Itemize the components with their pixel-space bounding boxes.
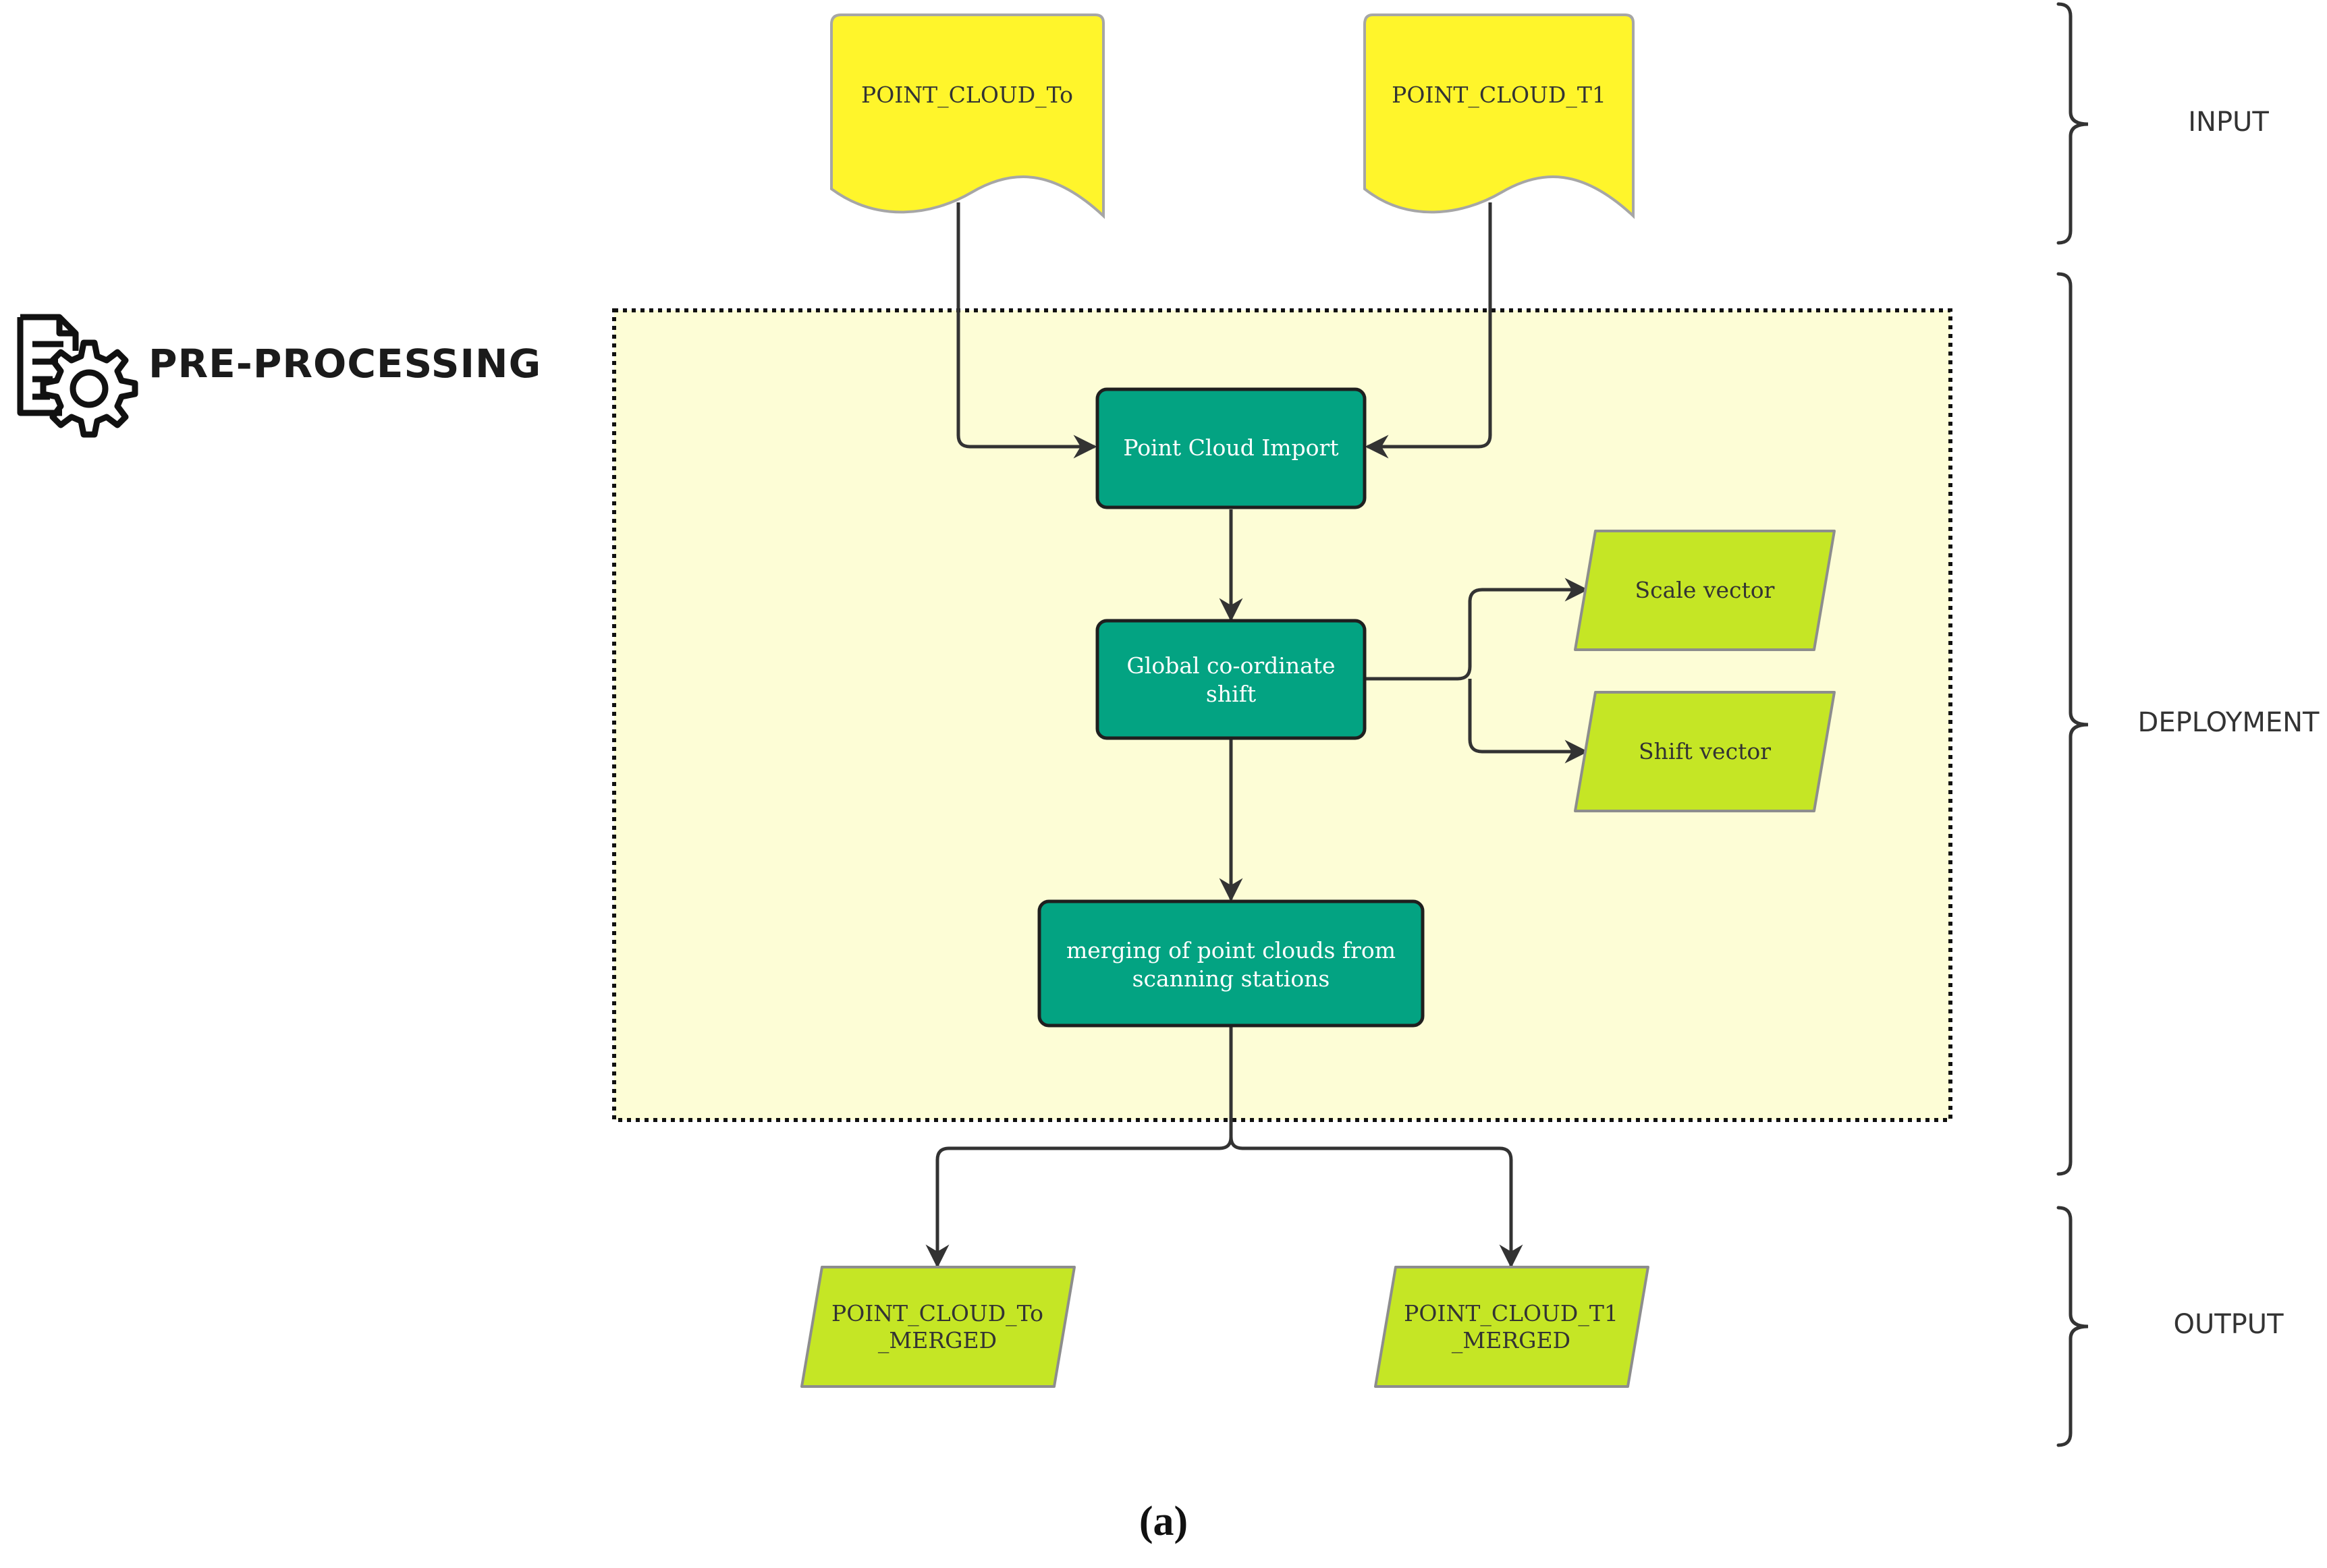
document-shape bbox=[830, 13, 1105, 219]
data-shift-vector[interactable]: Shift vector bbox=[1574, 691, 1836, 812]
document-gear-icon bbox=[17, 314, 138, 438]
merge-label-line1: merging of point clouds from bbox=[1066, 937, 1396, 963]
input-t1-label: POINT_CLOUD_T1 bbox=[1392, 82, 1606, 109]
input-brace bbox=[2056, 2, 2089, 245]
connector-shift-to-scale bbox=[1365, 578, 1589, 681]
process-merging[interactable]: merging of point clouds from scanning st… bbox=[1037, 899, 1425, 1028]
output-t1-label-line1: POINT_CLOUD_T1 bbox=[1404, 1300, 1618, 1327]
input-document-t0[interactable]: POINT_CLOUD_To bbox=[830, 13, 1105, 219]
shift-label-line2: shift bbox=[1206, 681, 1256, 707]
parallelogram-shape bbox=[1374, 1266, 1649, 1388]
data-scale-vector[interactable]: Scale vector bbox=[1574, 530, 1836, 651]
stage-label-output: OUTPUT bbox=[2173, 1309, 2284, 1340]
shift-vector-label: Shift vector bbox=[1639, 738, 1771, 764]
process-box bbox=[1095, 619, 1367, 740]
parallelogram-shape bbox=[800, 1266, 1076, 1388]
scale-vector-label: Scale vector bbox=[1635, 577, 1775, 603]
stage-label-deployment: DEPLOYMENT bbox=[2137, 707, 2320, 738]
process-box bbox=[1037, 899, 1425, 1028]
output-t0-label-line1: POINT_CLOUD_To bbox=[831, 1300, 1043, 1327]
connector-shift-to-shift-vector bbox=[1468, 679, 1589, 764]
import-label: Point Cloud Import bbox=[1123, 435, 1338, 461]
connectors bbox=[925, 202, 1589, 1268]
output-t1-label-line2: _MERGED bbox=[1452, 1327, 1570, 1354]
parallelogram-shape bbox=[1574, 530, 1836, 651]
process-global-coordinate-shift[interactable]: Global co-ordinate shift bbox=[1095, 619, 1367, 740]
shift-label-line1: Global co-ordinate bbox=[1126, 652, 1335, 679]
figure-caption: (a) bbox=[1139, 1499, 1188, 1544]
deployment-brace bbox=[2056, 272, 2089, 1176]
connector-t0-to-import bbox=[956, 202, 1097, 459]
stage-label-input: INPUT bbox=[2188, 107, 2269, 138]
connector-merge-to-t1-output bbox=[1229, 1136, 1523, 1268]
stage-braces bbox=[2056, 2, 2089, 1447]
merge-label-line2: scanning stations bbox=[1132, 965, 1330, 992]
output-t0-merged[interactable]: POINT_CLOUD_To _MERGED bbox=[800, 1266, 1076, 1388]
connector-t1-to-import bbox=[1365, 202, 1492, 459]
parallelogram-shape bbox=[1574, 691, 1836, 812]
page-title: PRE-PROCESSING bbox=[148, 341, 542, 387]
input-t0-label: POINT_CLOUD_To bbox=[861, 82, 1073, 109]
process-box bbox=[1095, 387, 1367, 509]
input-document-t1[interactable]: POINT_CLOUD_T1 bbox=[1363, 13, 1635, 219]
output-t0-label-line2: _MERGED bbox=[878, 1327, 997, 1354]
output-brace bbox=[2056, 1206, 2089, 1447]
output-t1-merged[interactable]: POINT_CLOUD_T1 _MERGED bbox=[1374, 1266, 1649, 1388]
document-shape bbox=[1363, 13, 1635, 219]
process-point-cloud-import[interactable]: Point Cloud Import bbox=[1095, 387, 1367, 509]
